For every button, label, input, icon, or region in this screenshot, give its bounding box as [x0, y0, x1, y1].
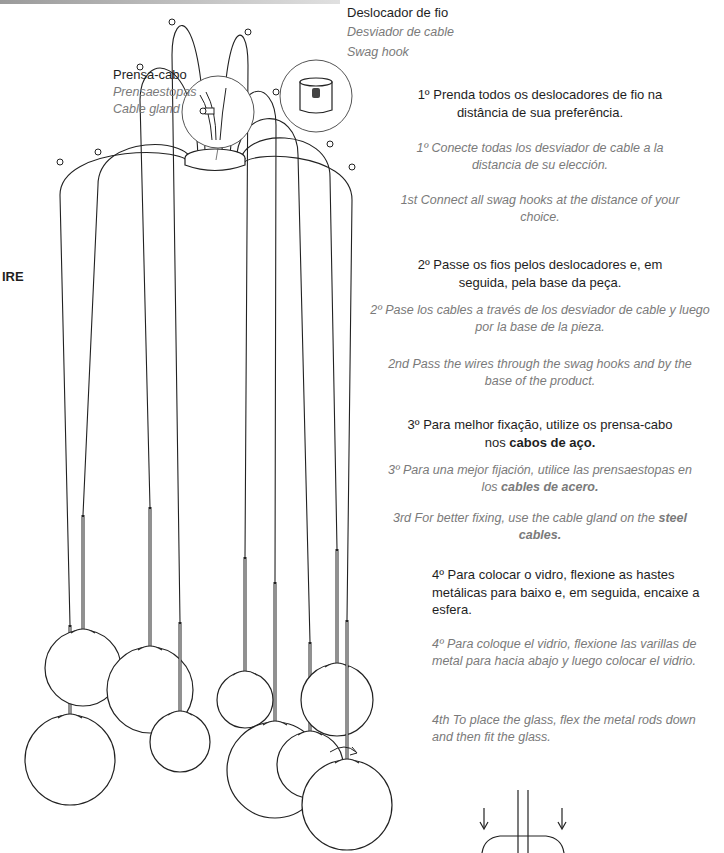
label-text: Prensaestopas: [113, 85, 196, 99]
pendant-wire: [60, 153, 190, 625]
metal-rod-inner: [150, 509, 151, 646]
metal-rod-inner: [337, 551, 338, 663]
label-text: 4º Para colocar o vidro, flexione as has…: [432, 567, 699, 617]
swag-hook: [349, 164, 355, 170]
globe-cap: [168, 711, 192, 715]
pendant-wire: [240, 138, 337, 549]
label-text: Desviador de cable: [347, 25, 454, 39]
label-text: 3rd For better fixing, use the cable gla…: [393, 511, 655, 525]
globe-cap: [71, 629, 95, 633]
label-text: Prensa-cabo: [113, 67, 187, 82]
swag-hook: [95, 149, 101, 155]
metal-rod: [149, 507, 152, 647]
pendant-wires: [25, 19, 392, 850]
pendant-wire: [243, 156, 352, 620]
instruction-text: Prensa-cabo: [113, 66, 223, 84]
ceiling-canopy: [185, 149, 245, 171]
globe-cap: [335, 759, 359, 763]
glass-globe: [302, 760, 392, 850]
label-text: 2º Pase los cables a través de los desvi…: [370, 303, 710, 334]
swag-hook-callout: [280, 60, 352, 132]
glass-globe: [25, 715, 115, 805]
swag-hook: [273, 89, 279, 95]
label-text: 4th To place the glass, flex the metal r…: [432, 713, 696, 744]
metal-rod: [274, 582, 277, 722]
label-text: 1st Connect all swag hooks at the distan…: [401, 193, 680, 224]
glass-globe: [150, 712, 210, 772]
metal-rod: [179, 622, 182, 712]
instruction-text: Prensaestopas: [113, 84, 223, 101]
globe-cap: [138, 646, 162, 650]
pendant-wire: [83, 145, 193, 515]
emphasis-text: cables de acero.: [501, 480, 598, 494]
instruction-text: 3º Para melhor fixação, utilize os prens…: [392, 416, 688, 451]
label-text: 1º Conecte todas los desviador de cable …: [416, 141, 663, 172]
instruction-text: 2nd Pass the wires through the swag hook…: [382, 356, 698, 390]
swag-hook: [245, 29, 251, 35]
label-text: 4º Para coloque el vidrio, flexione las …: [432, 637, 696, 668]
label-text: Deslocador de fio: [347, 5, 448, 20]
instruction-text: 1º Conecte todas los desviador de cable …: [392, 140, 688, 174]
globe-cap: [298, 731, 322, 735]
metal-rod-inner: [245, 559, 246, 671]
rotate-arrowhead: [350, 747, 357, 755]
metal-rod: [336, 549, 339, 664]
metal-rod: [346, 620, 349, 760]
metal-rod: [82, 515, 85, 630]
instruction-text: IRE: [2, 268, 42, 286]
instruction-text: Swag hook: [347, 44, 527, 61]
label-text: 1º Prenda todos os deslocadores de fio n…: [418, 87, 663, 120]
header-bar: [0, 0, 340, 4]
metal-rod-inner: [347, 622, 348, 759]
swag-hook: [57, 159, 63, 165]
instruction-text: Desviador de cable: [347, 24, 527, 41]
label-text: 2º Passe os fios pelos deslocadores e, e…: [418, 257, 663, 290]
metal-rod-inner: [275, 584, 276, 721]
instruction-text: 3rd For better fixing, use the cable gla…: [392, 510, 688, 544]
metal-rod-inner: [83, 517, 84, 629]
instruction-text: 4th To place the glass, flex the metal r…: [432, 712, 714, 746]
globe-cap: [233, 671, 257, 675]
instruction-text: Cable gland: [113, 101, 223, 118]
emphasis-text: cabos de aço.: [509, 435, 595, 450]
metal-rod: [244, 557, 247, 672]
swag-hook: [169, 19, 175, 25]
globe-cap: [325, 663, 349, 667]
instruction-text: Deslocador de fio: [347, 4, 527, 22]
rod-flex-detail: [480, 790, 566, 853]
pendant-wire: [236, 119, 310, 642]
instruction-text: 2º Pase los cables a través de los desvi…: [362, 302, 718, 336]
swag-hook: [327, 141, 333, 147]
globe-cap: [58, 714, 82, 718]
label-text: Swag hook: [347, 45, 409, 59]
instruction-text: 4º Para coloque el vidrio, flexione las …: [432, 636, 714, 670]
label-text: IRE: [2, 269, 24, 284]
label-text: 2nd Pass the wires through the swag hook…: [388, 357, 692, 388]
glass-globe: [217, 672, 273, 728]
instruction-text: 3º Para una mejor fijación, utilice las …: [380, 462, 700, 496]
instruction-text: 1st Connect all swag hooks at the distan…: [392, 192, 688, 226]
glass-globe: [301, 664, 373, 736]
instruction-text: 1º Prenda todos os deslocadores de fio n…: [392, 86, 688, 121]
instruction-text: 2º Passe os fios pelos deslocadores e, e…: [392, 256, 688, 291]
instruction-text: 4º Para colocar o vidro, flexione as has…: [432, 566, 712, 619]
label-text: Cable gland: [113, 102, 180, 116]
metal-rod-inner: [180, 624, 181, 711]
globe-cap: [263, 721, 287, 725]
